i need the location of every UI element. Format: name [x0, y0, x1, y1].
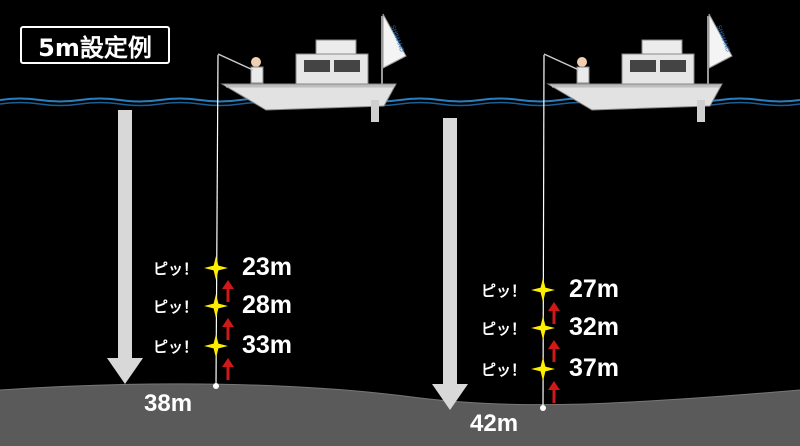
- descent-arrow-right: [432, 118, 468, 410]
- reel-up-arrow-icon: [548, 302, 560, 324]
- fishing-line-left: [215, 54, 219, 387]
- marker-depth-label: 33m: [242, 331, 293, 359]
- boat-right: SHIMANO: [543, 13, 733, 122]
- beep-label: ピッ！: [153, 338, 199, 356]
- beep-star-icon: [204, 334, 228, 358]
- fishing-line-right: [542, 54, 545, 409]
- seabed: [0, 383, 800, 446]
- reel-up-arrow-icon: [222, 280, 234, 302]
- reel-up-arrow-icon: [222, 318, 234, 340]
- beep-star-icon: [204, 294, 228, 318]
- reel-up-arrow-icon: [548, 381, 560, 403]
- beep-star-icon: [531, 357, 555, 381]
- beep-label: ピッ！: [481, 320, 527, 338]
- bottom-depth-label: 38m: [144, 390, 193, 417]
- beep-star-icon: [531, 278, 555, 302]
- marker-depth-label: 32m: [569, 313, 620, 341]
- bottom-depth-label: 42m: [470, 410, 519, 437]
- boat-left: SHIMANO: [217, 13, 407, 122]
- descent-arrow-left: [107, 110, 143, 384]
- beep-star-icon: [531, 316, 555, 340]
- beep-label: ピッ！: [153, 260, 199, 278]
- reel-up-arrow-icon: [222, 358, 234, 380]
- beep-star-icon: [204, 256, 228, 280]
- marker-depth-label: 27m: [569, 275, 620, 303]
- beep-label: ピッ！: [481, 282, 527, 300]
- marker-depth-label: 23m: [242, 253, 293, 281]
- marker-depth-label: 28m: [242, 291, 293, 319]
- title-label: 5m設定例: [20, 26, 170, 64]
- marker-depth-label: 37m: [569, 354, 620, 382]
- sinker-right: [540, 405, 546, 411]
- beep-label: ピッ！: [481, 361, 527, 379]
- beep-label: ピッ！: [153, 298, 199, 316]
- sinker-left: [213, 383, 219, 389]
- reel-up-arrow-icon: [548, 340, 560, 362]
